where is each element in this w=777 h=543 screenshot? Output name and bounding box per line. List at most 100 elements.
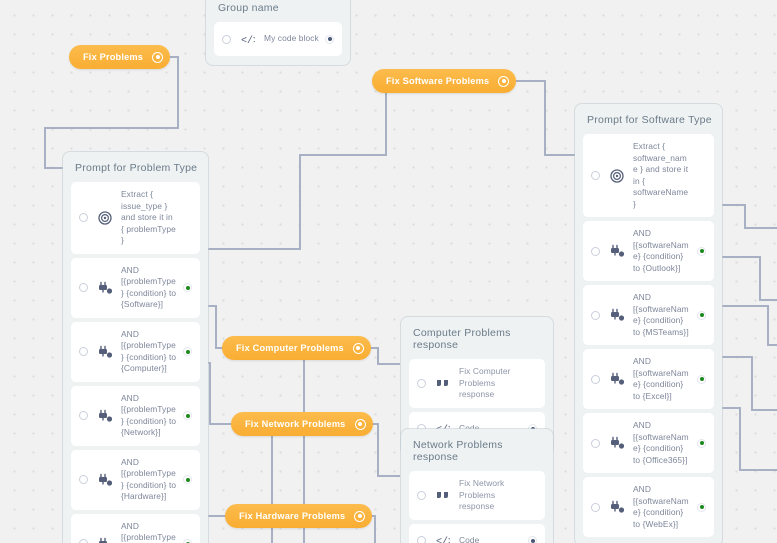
list-item[interactable]: </> Code: [409, 523, 545, 543]
list-item[interactable]: AND [{softwareName} {condition} to {WebE…: [583, 477, 714, 537]
node-fix-hardware-problems[interactable]: Fix Hardware Problems: [225, 504, 373, 528]
group-problem-type-rows: Extract { issue_type } and store it in {…: [71, 182, 200, 543]
group-problem-type-title: Prompt for Problem Type: [75, 162, 198, 174]
list-item[interactable]: </> My code block: [214, 22, 342, 56]
row-select-radio[interactable]: [417, 536, 426, 543]
output-port[interactable]: [697, 438, 706, 448]
output-port[interactable]: [183, 539, 192, 543]
group-network-response-title: Network Problems response: [413, 439, 503, 463]
list-item-label: AND [{softwareName} {condition} to {WebE…: [633, 484, 689, 529]
list-item-label: AND [{softwareName} {condition} to {Offi…: [633, 420, 689, 465]
list-item-label: AND [{softwareName} {condition} to {Exce…: [633, 356, 689, 401]
output-port[interactable]: [528, 536, 537, 543]
node-fix-software-problems[interactable]: Fix Software Problems: [372, 69, 517, 93]
output-port-empty: [183, 213, 192, 222]
node-label: Fix Network Problems: [245, 419, 346, 429]
group-prompt-for-problem-type[interactable]: Prompt for Problem Type Extract { issue_…: [63, 152, 208, 543]
node-port-icon[interactable]: [498, 75, 510, 87]
list-item[interactable]: Fix Network Problems response: [409, 471, 545, 520]
svg-text:</>: </>: [241, 35, 255, 45]
list-item[interactable]: AND [{problemType} {condition} to {Phone…: [71, 513, 200, 543]
condition-icon: [609, 499, 625, 515]
row-select-radio[interactable]: [417, 378, 426, 388]
output-port[interactable]: [183, 411, 192, 420]
list-item[interactable]: Extract { software_name } and store it i…: [583, 134, 714, 217]
list-item[interactable]: AND [{problemType} {condition} to {Compu…: [71, 321, 200, 382]
node-port-icon[interactable]: [354, 418, 366, 430]
condition-icon: [97, 344, 113, 360]
group-code-block-title: Group name: [218, 2, 279, 14]
condition-icon: [97, 472, 113, 488]
row-select-radio[interactable]: [591, 246, 600, 256]
row-select-radio[interactable]: [591, 374, 600, 384]
list-item-label: Fix Computer Problems response: [459, 366, 511, 399]
condition-icon: [609, 435, 625, 451]
list-item-label: AND [{softwareName} {condition} to {Outl…: [633, 228, 689, 273]
code-icon: </>: [240, 31, 256, 47]
node-label: Fix Problems: [83, 52, 144, 62]
node-port-icon[interactable]: [152, 51, 164, 63]
row-select-radio[interactable]: [222, 34, 231, 44]
output-port[interactable]: [183, 283, 192, 292]
list-item-label: Extract { issue_type } and store it in {…: [121, 189, 176, 245]
quote-icon: [435, 375, 451, 391]
svg-text:</>: </>: [436, 536, 450, 543]
condition-icon: [609, 371, 625, 387]
condition-icon: [609, 243, 625, 259]
list-item[interactable]: Extract { issue_type } and store it in {…: [71, 182, 200, 254]
condition-icon: [97, 408, 113, 424]
group-computer-response-title: Computer Problems response: [413, 327, 511, 351]
list-item[interactable]: AND [{softwareName} {condition} to {Offi…: [583, 413, 714, 473]
group-network-response-rows: Fix Network Problems response </> Code: [409, 471, 545, 543]
row-select-radio[interactable]: [79, 213, 88, 223]
group-software-type-rows: Extract { software_name } and store it i…: [583, 134, 714, 537]
row-select-radio[interactable]: [79, 411, 88, 420]
list-item[interactable]: AND [{problemType} {condition} to {Hardw…: [71, 449, 200, 510]
row-select-radio[interactable]: [79, 347, 88, 356]
node-label: Fix Computer Problems: [236, 343, 344, 353]
list-item-label: Fix Network Problems response: [459, 478, 505, 511]
node-port-icon[interactable]: [354, 510, 366, 522]
row-select-radio[interactable]: [591, 438, 600, 448]
list-item-label: Extract { software_name } and store it i…: [633, 141, 689, 209]
list-item-label: AND [{problemType} {condition} to {Softw…: [121, 264, 177, 310]
group-software-type-title: Prompt for Software Type: [587, 114, 712, 126]
group-prompt-for-software-type[interactable]: Prompt for Software Type Extract { softw…: [575, 104, 722, 543]
row-select-radio[interactable]: [79, 475, 88, 484]
list-item[interactable]: AND [{softwareName} {condition} to {Outl…: [583, 221, 714, 281]
node-fix-computer-problems[interactable]: Fix Computer Problems: [222, 336, 371, 360]
quote-icon: [435, 487, 451, 503]
code-icon: </>: [435, 533, 451, 543]
node-port-icon[interactable]: [352, 342, 364, 354]
group-code-block[interactable]: Group name </> My code block: [206, 0, 350, 65]
list-item-label: AND [{problemType} {condition} to {Hardw…: [121, 456, 177, 502]
row-select-radio[interactable]: [79, 539, 88, 543]
output-port[interactable]: [697, 246, 706, 256]
output-port[interactable]: [183, 475, 192, 484]
row-select-radio[interactable]: [417, 490, 426, 500]
node-label: Fix Software Problems: [386, 76, 490, 86]
group-code-block-rows: </> My code block: [214, 22, 342, 56]
list-item-label: Code: [459, 422, 480, 433]
row-select-radio[interactable]: [591, 171, 600, 180]
row-select-radio[interactable]: [591, 310, 600, 320]
node-fix-network-problems[interactable]: Fix Network Problems: [231, 412, 373, 436]
output-port[interactable]: [325, 34, 334, 44]
output-port[interactable]: [697, 502, 706, 512]
list-item[interactable]: Fix Computer Problems response: [409, 359, 545, 408]
row-select-radio[interactable]: [79, 283, 88, 292]
list-item[interactable]: AND [{problemType} {condition} to {Netwo…: [71, 385, 200, 446]
output-port[interactable]: [697, 310, 706, 320]
node-fix-problems[interactable]: Fix Problems: [69, 45, 171, 69]
node-label: Fix Hardware Problems: [239, 511, 346, 521]
output-port-empty: [528, 491, 537, 500]
output-port[interactable]: [697, 374, 706, 384]
list-item-label: Code: [459, 534, 480, 543]
group-network-problems-response[interactable]: Network Problems response Fix Network Pr…: [401, 429, 553, 543]
row-select-radio[interactable]: [591, 502, 600, 512]
list-item[interactable]: AND [{problemType} {condition} to {Softw…: [71, 257, 200, 318]
output-port[interactable]: [183, 347, 192, 356]
list-item[interactable]: AND [{softwareName} {condition} to {Exce…: [583, 349, 714, 409]
list-item[interactable]: AND [{softwareName} {condition} to {MSTe…: [583, 285, 714, 345]
